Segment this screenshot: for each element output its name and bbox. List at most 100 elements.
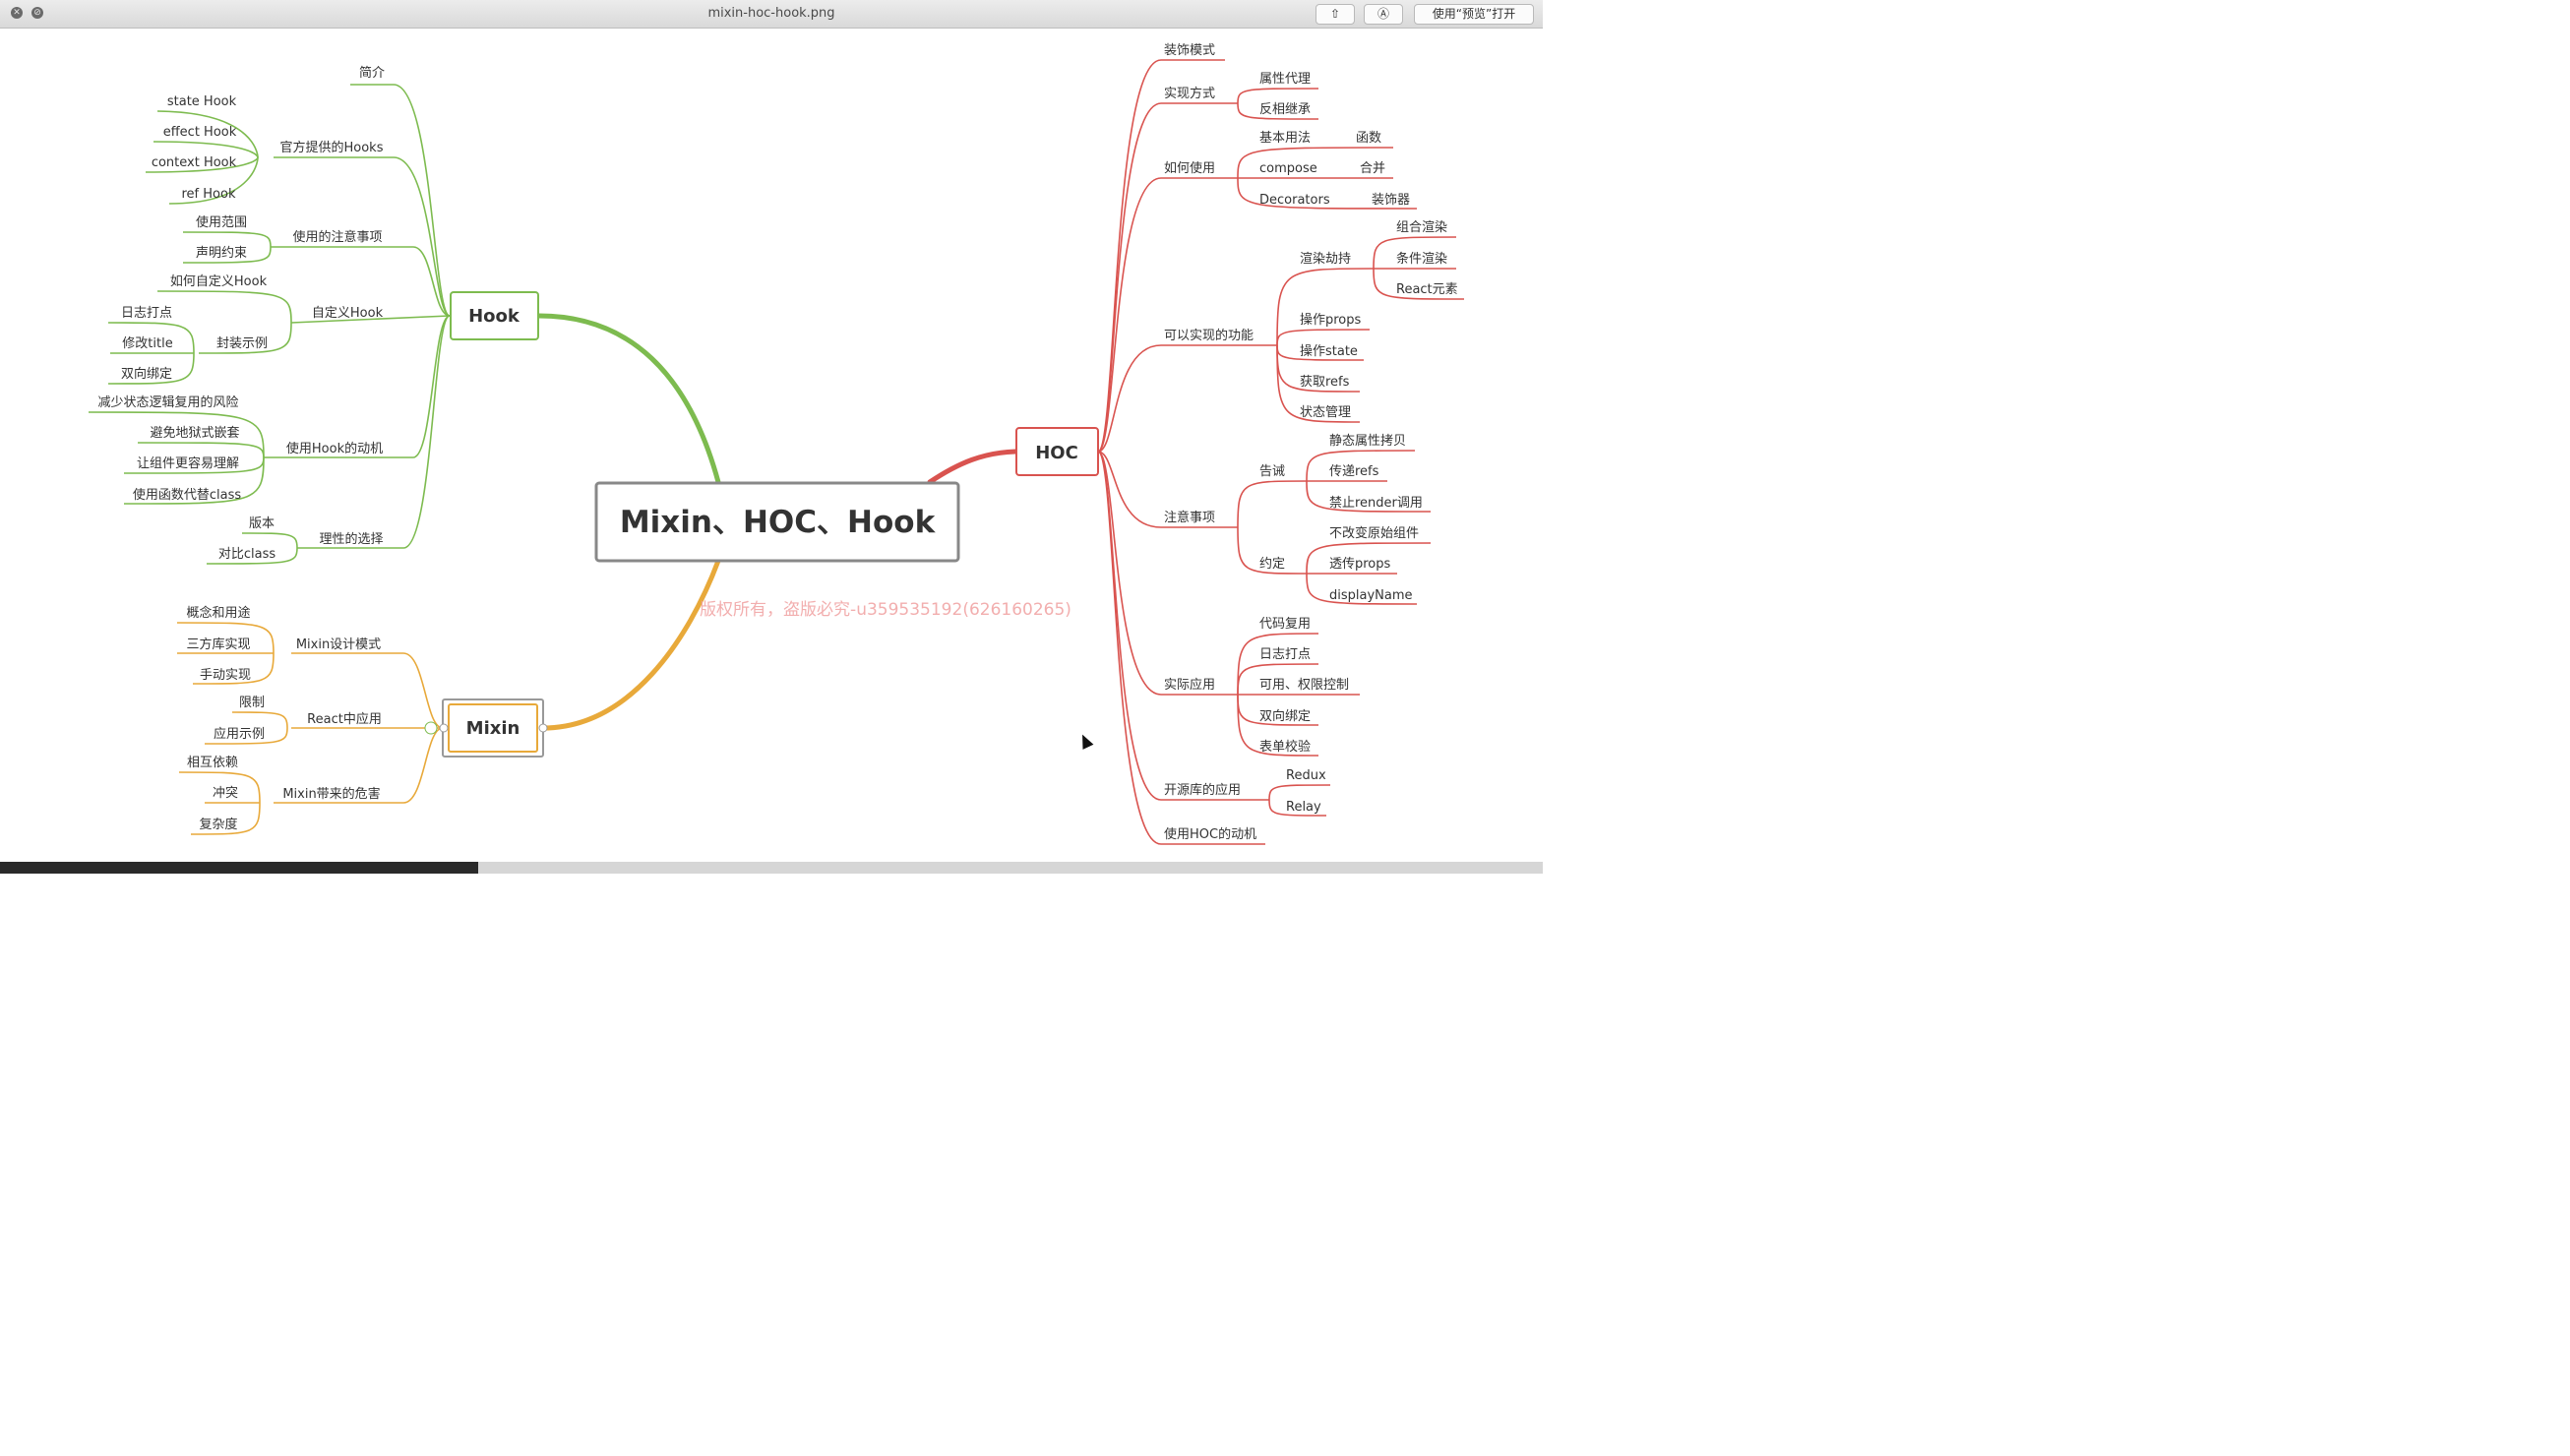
list-item: 基本用法 xyxy=(1259,131,1311,146)
mixin-branch-lines xyxy=(176,622,444,835)
list-item: 获取refs xyxy=(1300,375,1350,390)
collapse-handle-right[interactable] xyxy=(538,723,548,733)
list-item: 合并 xyxy=(1360,161,1385,176)
close-window-icon[interactable]: ✕ xyxy=(11,7,23,19)
list-item: Relay xyxy=(1286,800,1321,815)
list-item: 静态属性拷贝 xyxy=(1329,434,1406,449)
list-item: 使用范围 xyxy=(196,214,247,230)
list-item: 属性代理 xyxy=(1259,72,1311,87)
window-titlebar: ✕ ⊘ mixin-hoc-hook.png ⇧ Ⓐ 使用“预览”打开 xyxy=(0,0,1543,29)
list-item: 传递refs xyxy=(1329,464,1379,479)
list-item: 应用示例 xyxy=(214,726,265,742)
mixin-harm-label: Mixin带来的危害 xyxy=(282,786,380,802)
window-title: mixin-hoc-hook.png xyxy=(707,6,835,21)
list-item: 修改title xyxy=(122,336,172,351)
watermark-text: 版权所有，盗版必究-u359535192(626160265) xyxy=(700,600,1071,620)
list-item: Redux xyxy=(1286,768,1326,783)
list-item: 禁止render调用 xyxy=(1329,496,1423,511)
hook-node[interactable]: Hook xyxy=(450,291,539,340)
hook-notes-label: 使用的注意事项 xyxy=(292,229,382,245)
mixin-labels: Mixin设计模式 概念和用途 三方库实现 手动实现 React中应用 限制 应… xyxy=(186,605,381,832)
share-button[interactable]: ⇧ xyxy=(1316,4,1355,25)
hoc-features-label: 可以实现的功能 xyxy=(1164,328,1254,343)
share-icon: ⇧ xyxy=(1329,7,1341,21)
list-item: React元素 xyxy=(1396,282,1458,297)
list-item: 日志打点 xyxy=(121,306,172,321)
hook-motivation-label: 使用Hook的动机 xyxy=(286,441,383,456)
list-item: 对比class xyxy=(218,547,275,562)
collapse-handle-left[interactable] xyxy=(439,723,449,733)
hook-examples-label: 封装示例 xyxy=(216,336,268,351)
list-item: context Hook xyxy=(152,155,237,170)
list-item: 声明约束 xyxy=(196,246,247,261)
hook-branch-lines xyxy=(88,84,451,565)
collapse-toggle-icon[interactable] xyxy=(424,721,438,735)
list-item: 操作state xyxy=(1300,343,1358,359)
list-item: 版本 xyxy=(249,516,275,531)
list-item: 反相继承 xyxy=(1259,102,1311,117)
hoc-impl-label: 实现方式 xyxy=(1164,86,1215,101)
mixin-react-label: React中应用 xyxy=(307,711,382,727)
hoc-node[interactable]: HOC xyxy=(1015,427,1099,476)
list-item: 冲突 xyxy=(213,785,238,801)
list-item: 条件渲染 xyxy=(1396,251,1447,267)
list-item: 限制 xyxy=(239,696,265,710)
mixin-design-label: Mixin设计模式 xyxy=(296,637,381,652)
center-node[interactable]: Mixin、HOC、Hook xyxy=(594,481,960,563)
hoc-practice-label: 实际应用 xyxy=(1164,677,1215,693)
list-item: 双向绑定 xyxy=(121,366,172,382)
mindmap-canvas: Mixin、HOC、Hook Hook Mixin HOC 简介 官方提供的Ho… xyxy=(88,43,1465,845)
list-item: effect Hook xyxy=(163,125,237,140)
list-item: 可用、权限控制 xyxy=(1259,677,1349,693)
hoc-opensource-label: 开源库的应用 xyxy=(1164,782,1241,798)
list-item: 如何自定义Hook xyxy=(170,273,268,289)
list-item: 操作props xyxy=(1300,312,1362,328)
hoc-convention-label: 约定 xyxy=(1259,557,1285,572)
list-item: Decorators xyxy=(1259,193,1330,208)
list-item: 组合渲染 xyxy=(1396,220,1447,235)
list-item: 装饰器 xyxy=(1372,193,1410,208)
list-item: 相互依赖 xyxy=(187,756,238,770)
svg-text:Hook: Hook xyxy=(468,306,520,327)
list-item: 不改变原始组件 xyxy=(1329,525,1419,541)
svg-text:HOC: HOC xyxy=(1035,443,1078,463)
list-item: 状态管理 xyxy=(1300,405,1351,420)
hoc-warn-label: 告诫 xyxy=(1259,464,1285,479)
list-item: 三方库实现 xyxy=(186,637,250,652)
svg-text:Mixin: Mixin xyxy=(466,718,520,739)
hoc-labels: 装饰模式 实现方式 属性代理 反相继承 如何使用 基本用法 函数 compose… xyxy=(1164,43,1458,842)
list-item: 日志打点 xyxy=(1259,647,1311,662)
list-item: 概念和用途 xyxy=(186,605,250,621)
hook-intro: 简介 xyxy=(359,65,385,81)
hoc-branch-lines xyxy=(1097,59,1465,845)
minimize-window-icon[interactable]: ⊘ xyxy=(31,7,43,19)
markup-button[interactable]: Ⓐ xyxy=(1364,4,1403,25)
list-item: ref Hook xyxy=(182,187,236,202)
list-item: 透传props xyxy=(1329,557,1391,572)
list-item: 手动实现 xyxy=(200,668,251,683)
list-item: 代码复用 xyxy=(1259,617,1311,632)
hook-official-label: 官方提供的Hooks xyxy=(280,140,384,155)
hoc-usage-label: 如何使用 xyxy=(1164,160,1215,176)
list-item: 表单校验 xyxy=(1259,739,1311,755)
hoc-render-label: 渲染劫持 xyxy=(1300,252,1351,267)
hook-custom-label: 自定义Hook xyxy=(312,306,384,321)
markup-icon: Ⓐ xyxy=(1377,7,1389,21)
main-branches xyxy=(536,313,1018,731)
bottom-dark-area xyxy=(0,862,478,874)
list-item: 使用函数代替class xyxy=(133,487,241,503)
hoc-motivation: 使用HOC的动机 xyxy=(1164,826,1256,842)
list-item: 函数 xyxy=(1356,131,1381,146)
center-title: Mixin、HOC、Hook xyxy=(620,505,937,540)
hoc-cautions-label: 注意事项 xyxy=(1164,510,1215,525)
hook-labels: 简介 官方提供的Hooks state Hook effect Hook con… xyxy=(97,65,385,562)
list-item: 复杂度 xyxy=(199,817,237,832)
list-item: compose xyxy=(1259,161,1317,176)
hoc-decorator: 装饰模式 xyxy=(1164,43,1215,58)
list-item: 减少状态逻辑复用的风险 xyxy=(97,394,238,410)
list-item: 双向绑定 xyxy=(1259,708,1311,724)
mixin-node[interactable]: Mixin xyxy=(424,698,548,758)
list-item: 让组件更容易理解 xyxy=(137,455,239,471)
open-with-preview-button[interactable]: 使用“预览”打开 xyxy=(1414,4,1534,25)
list-item: state Hook xyxy=(167,94,237,109)
